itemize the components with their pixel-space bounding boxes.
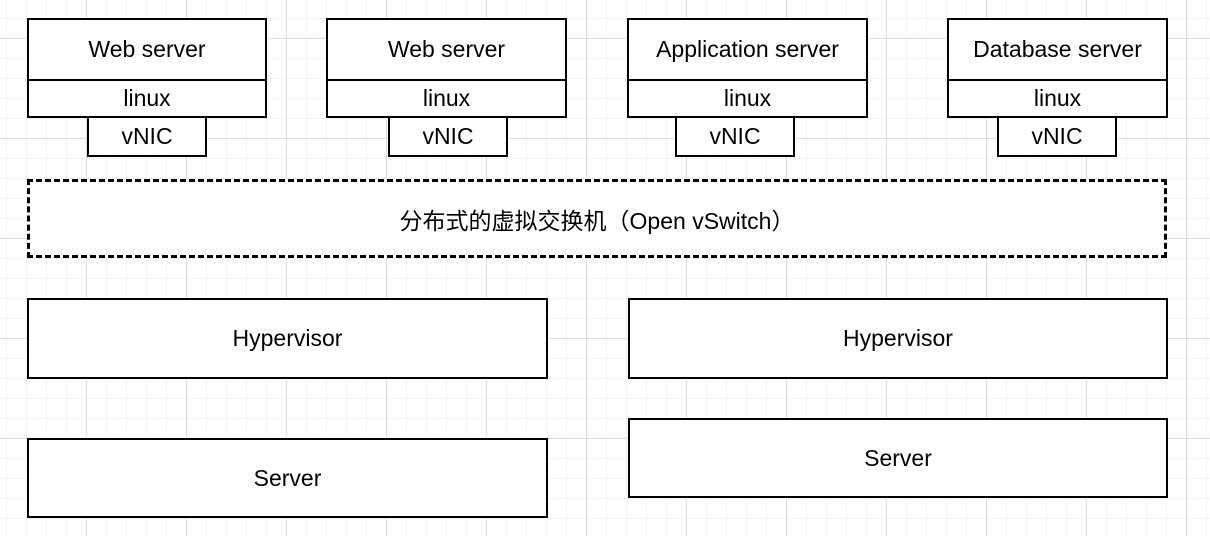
vm-box: Web server linux [326, 18, 567, 118]
vm-title: Database server [949, 20, 1166, 81]
hypervisor-box-right: Hypervisor [628, 298, 1168, 379]
server-label: Server [253, 464, 322, 491]
vnic-label: vNIC [709, 123, 761, 149]
ovs-label: 分布式的虚拟交换机（Open vSwitch） [399, 207, 795, 234]
server-box-left: Server [27, 438, 548, 518]
vnic-label: vNIC [121, 123, 173, 149]
vm-title: Web server [29, 20, 265, 81]
vm-column-web-server-1: Web server linux vNIC [27, 18, 267, 157]
vm-box: Web server linux [27, 18, 267, 118]
vnic-box: vNIC [997, 118, 1117, 157]
vnic-box: vNIC [675, 118, 795, 157]
vnic-label: vNIC [422, 123, 474, 149]
vm-os: linux [1033, 85, 1082, 111]
vnic-label: vNIC [1031, 123, 1083, 149]
vm-column-database-server: Database server linux vNIC [947, 18, 1168, 157]
vm-box: Application server linux [627, 18, 868, 118]
server-box-right: Server [628, 418, 1168, 498]
vm-title: Web server [328, 20, 565, 81]
hypervisor-box-left: Hypervisor [27, 298, 548, 379]
vm-title: Application server [629, 20, 866, 81]
vm-os: linux [422, 85, 471, 111]
vm-os: linux [123, 85, 171, 111]
vm-os: linux [723, 85, 772, 111]
vm-column-web-server-2: Web server linux vNIC [326, 18, 567, 157]
vnic-box: vNIC [87, 118, 207, 157]
ovs-dashed-box: 分布式的虚拟交换机（Open vSwitch） [27, 179, 1167, 258]
server-label: Server [864, 444, 932, 471]
vnic-box: vNIC [388, 118, 508, 157]
hypervisor-label: Hypervisor [232, 325, 343, 351]
vm-column-application-server: Application server linux vNIC [627, 18, 868, 157]
vm-box: Database server linux [947, 18, 1168, 118]
hypervisor-label: Hypervisor [843, 325, 953, 351]
